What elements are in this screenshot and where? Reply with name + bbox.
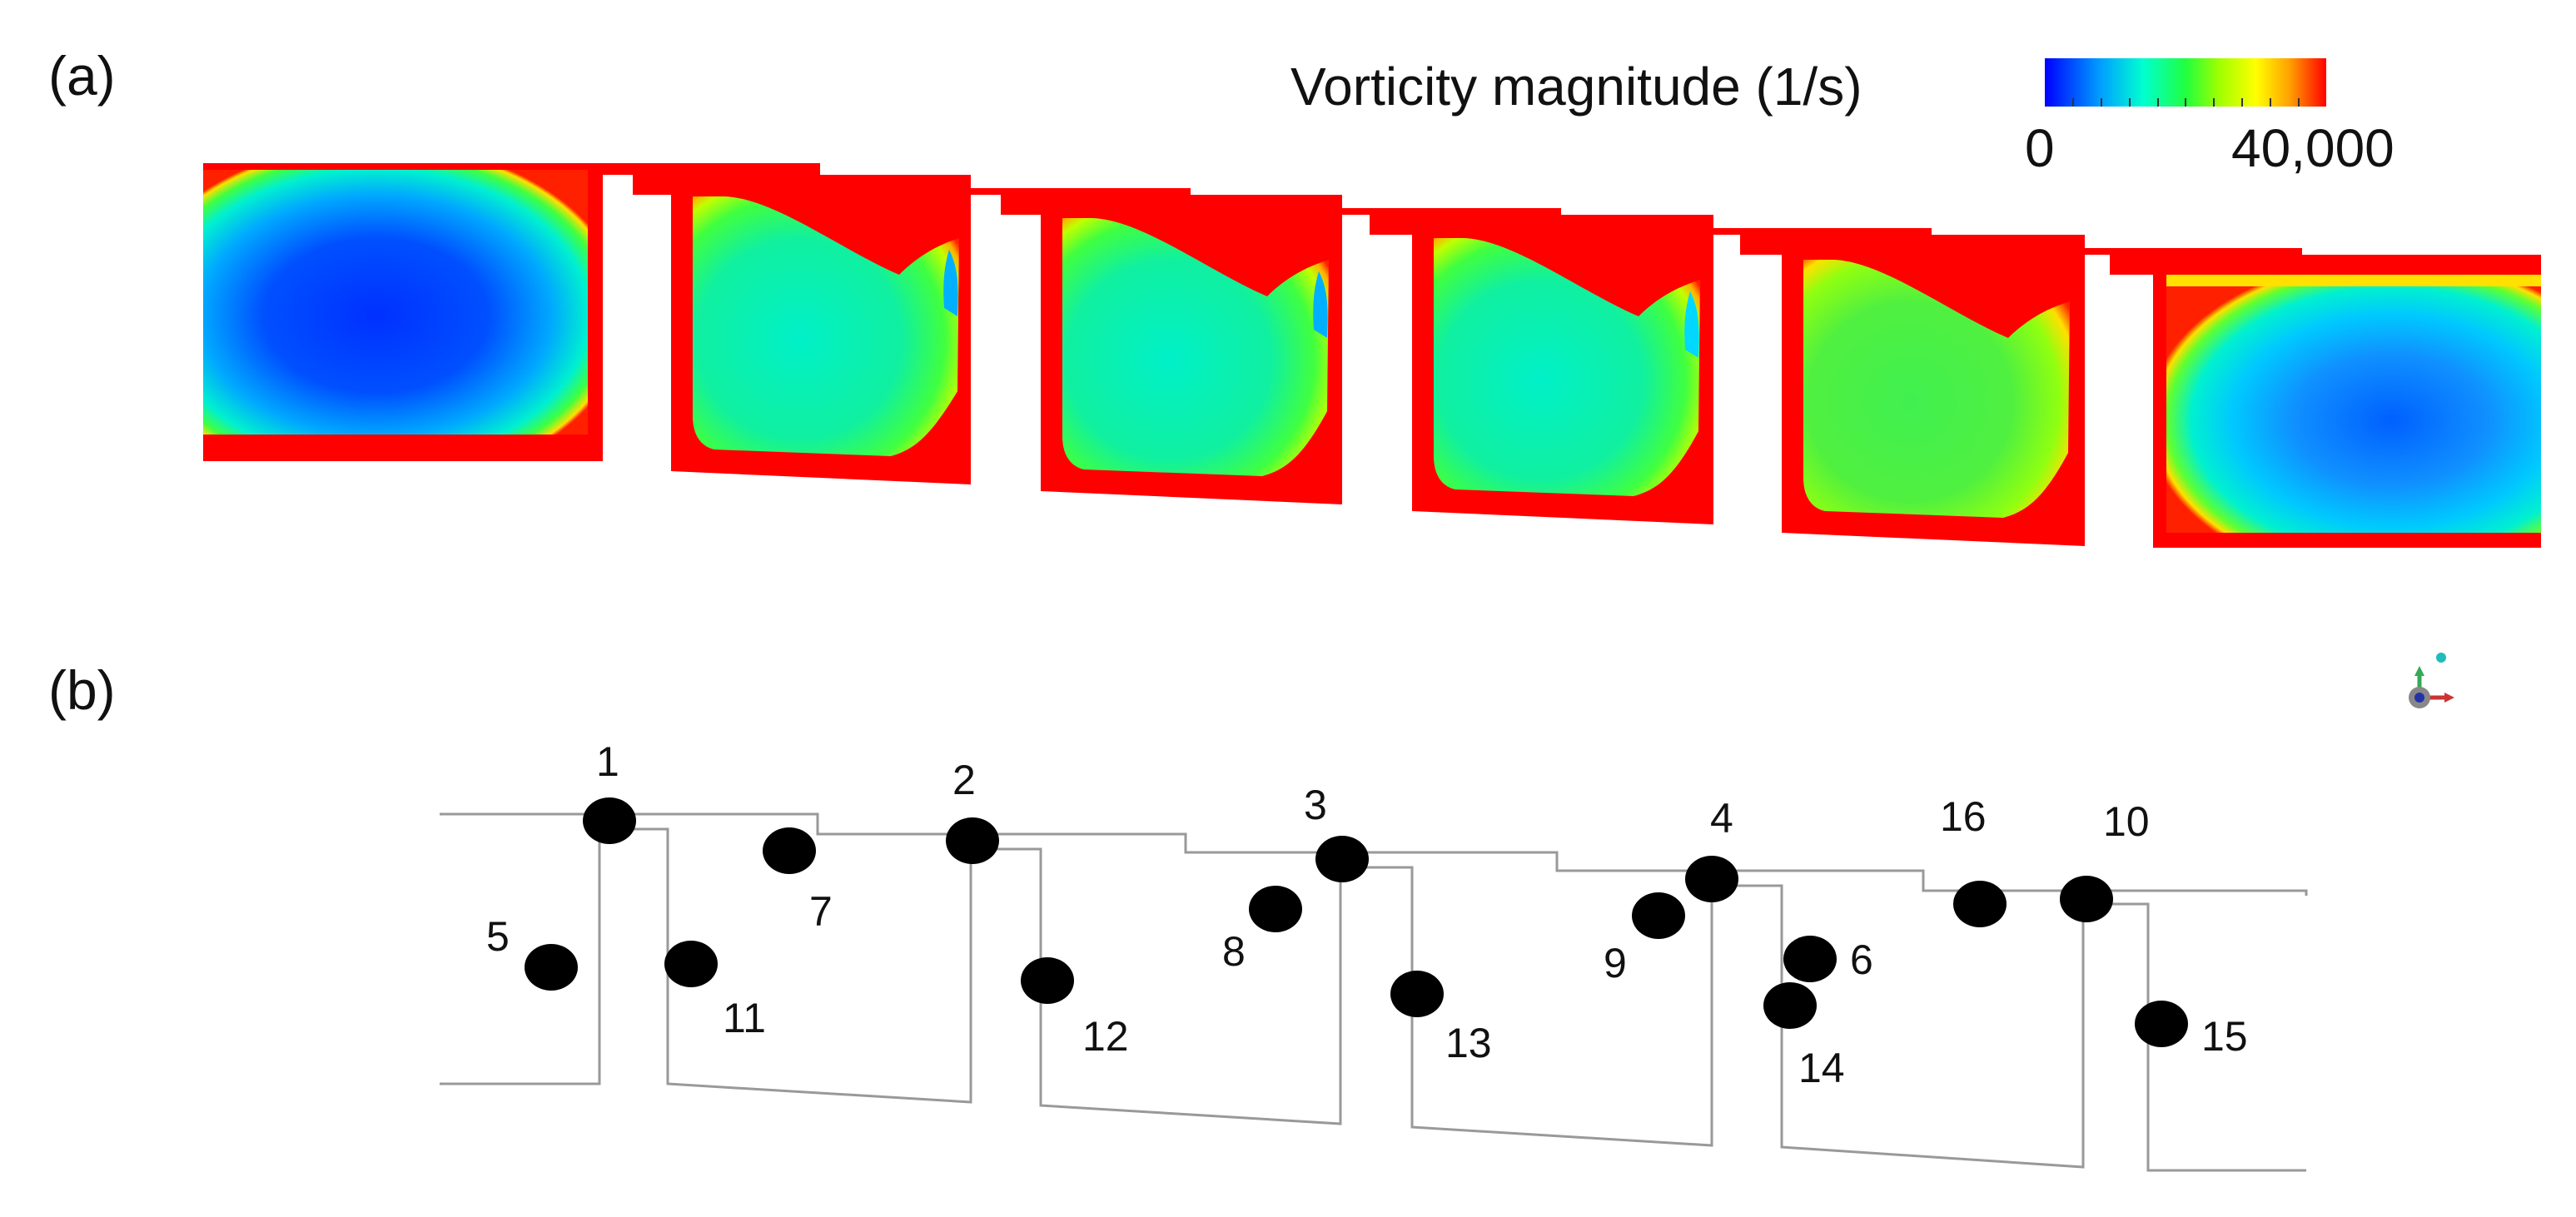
point-5-marker [525,944,578,991]
point-8-label: 8 [1222,928,1246,975]
contour-cavity-3 [1041,195,1342,504]
axis-triad-icon [2409,653,2454,708]
point-11-label: 11 [723,995,766,1041]
legend-max-label: 40,000 [2231,118,2394,178]
legend-min-label: 0 [2025,118,2055,178]
legend-ticks [2072,98,2300,107]
contour-cavity-1 [203,163,603,461]
point-2-label: 2 [952,757,976,803]
point-10-label: 10 [2103,798,2150,845]
point-16-label: 16 [1940,793,1987,840]
measurement-points [525,797,2188,1047]
point-9-label: 9 [1604,940,1627,986]
contour-cavity-4 [1412,215,1713,524]
point-10-marker [2060,876,2113,922]
point-5-label: 5 [486,913,510,960]
contour-cavity-2 [671,175,971,484]
point-15-label: 15 [2201,1013,2248,1060]
point-13-label: 13 [1445,1020,1492,1066]
point-12-label: 12 [1082,1013,1129,1060]
point-6-marker [1783,936,1837,982]
point-11-marker [664,941,718,987]
vorticity-contour-strip [203,163,2541,548]
point-3-label: 3 [1304,782,1327,828]
point-7-label: 7 [809,888,833,935]
point-4-marker [1685,856,1738,902]
point-1-label: 1 [596,738,619,785]
point-12-marker [1021,957,1074,1004]
contour-cavity-6 [2153,255,2541,548]
point-8-marker [1249,886,1302,932]
point-4-label: 4 [1710,795,1733,842]
legend-title: Vorticity magnitude (1/s) [1290,57,1862,117]
point-9-marker [1632,892,1685,939]
point-3-marker [1315,836,1369,882]
panel-b-label: (b) [48,659,116,721]
point-16-marker [1953,881,2007,927]
panel-a-label: (a) [48,45,116,107]
point-1-marker [583,797,636,844]
contour-cavity-5 [1782,235,2085,546]
point-13-marker [1390,971,1444,1017]
point-15-marker [2135,1001,2188,1047]
point-2-marker [946,817,999,864]
point-7-marker [763,827,816,874]
geometry-outline [440,812,2308,1172]
point-14-label: 14 [1798,1045,1845,1091]
point-14-marker [1763,982,1817,1029]
point-6-label: 6 [1850,936,1873,983]
